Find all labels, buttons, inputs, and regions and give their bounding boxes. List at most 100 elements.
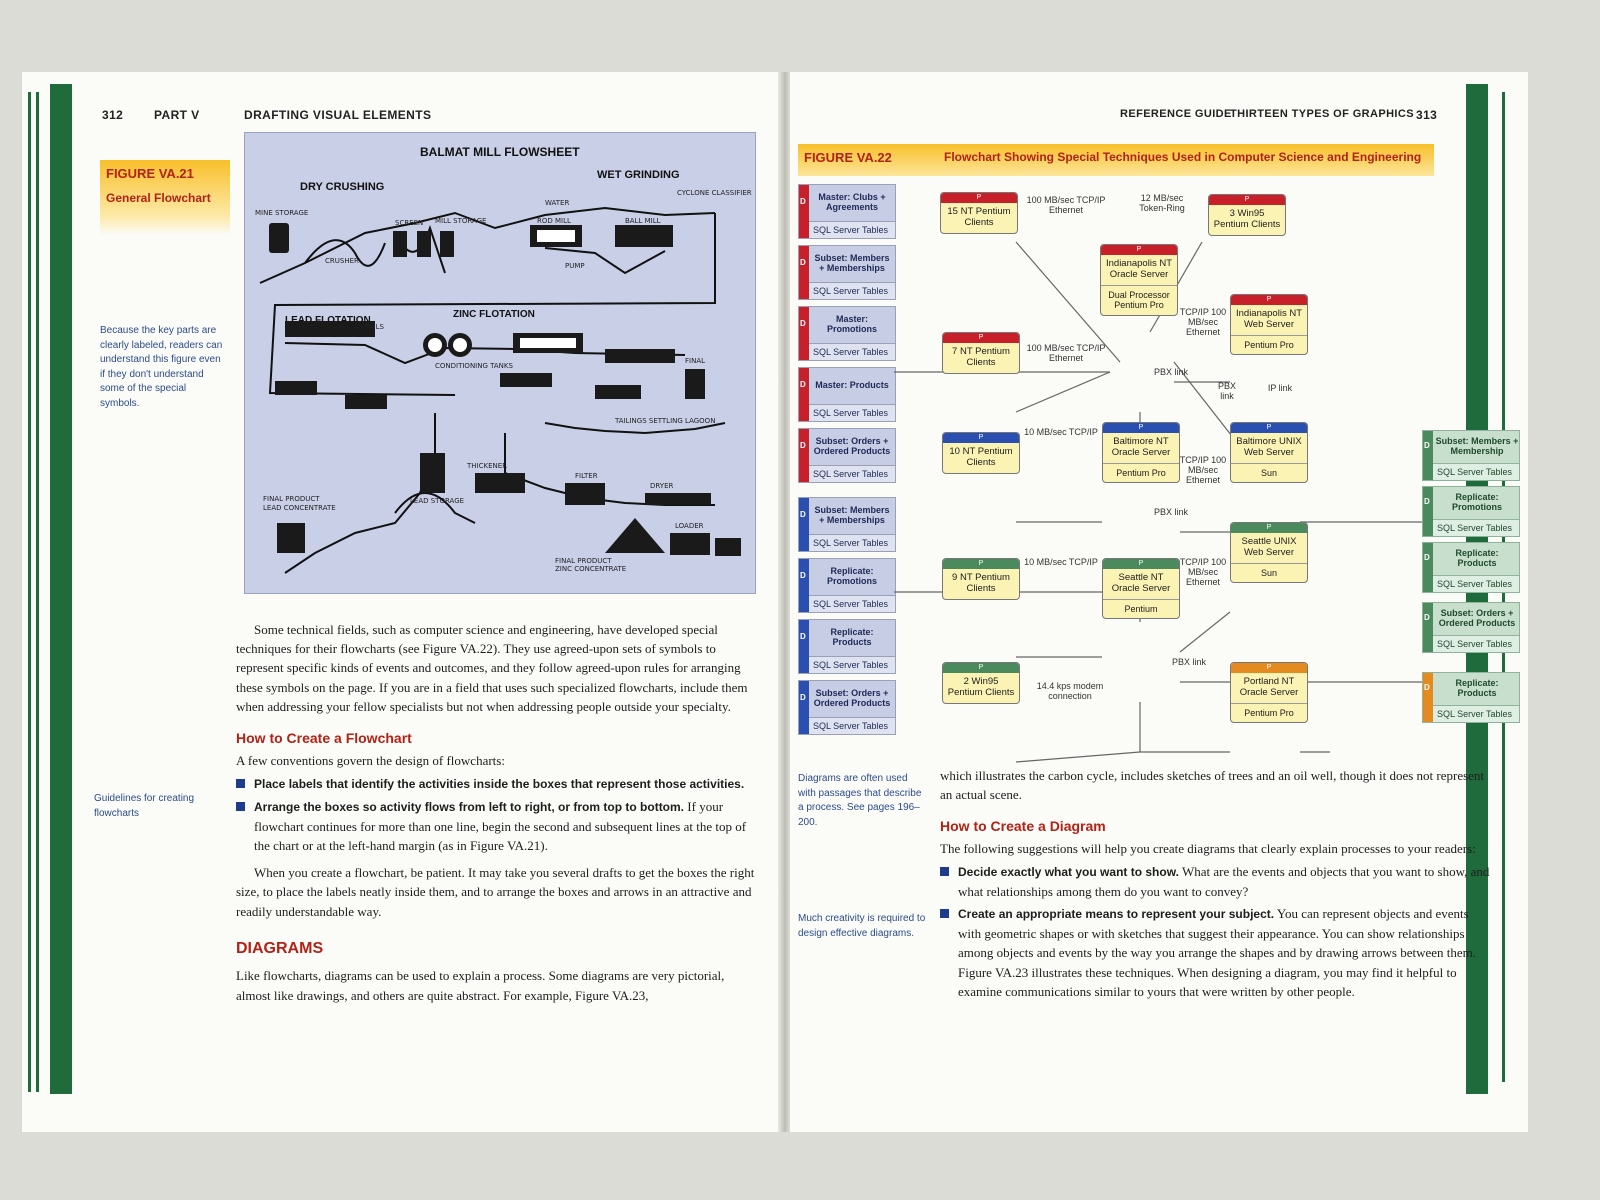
link-label-13: PBX link	[1171, 657, 1206, 667]
database-title: Master: Products	[799, 368, 895, 404]
database-subtitle: SQL Server Tables	[799, 534, 895, 551]
node-sublabel: Pentium	[1103, 598, 1179, 618]
node-cap: P	[1103, 559, 1179, 569]
book-gutter	[778, 72, 792, 1132]
right-figure-bar: FIGURE VA.22 Flowchart Showing Special T…	[798, 144, 1434, 176]
svg-text:MILL STORAGE: MILL STORAGE	[435, 217, 486, 225]
node-sublabel: Pentium Pro	[1231, 334, 1307, 354]
node-label: Indianapolis NT Oracle Server	[1105, 258, 1172, 280]
database-subtitle: SQL Server Tables	[799, 595, 895, 612]
right-page-number: 313	[1416, 108, 1438, 122]
link-label-5: PBX link	[1153, 367, 1188, 377]
diagram-bullet-1: Decide exactly what you want to show. Wh…	[940, 862, 1492, 901]
database-title: Subset: Orders + Ordered Products	[1423, 603, 1519, 635]
node-cap: P	[1231, 295, 1307, 305]
database-edge: D	[799, 307, 809, 360]
node-cap: P	[943, 433, 1019, 443]
link-label-10: PBX link	[1153, 507, 1188, 517]
database-edge: D	[799, 246, 809, 299]
node-cap: P	[1231, 423, 1307, 433]
link-label-4: TCP/IP 100 MB/sec Ethernet	[1179, 307, 1227, 337]
database-edge: D	[799, 368, 809, 421]
diagram-guidelines-list: Decide exactly what you want to show. Wh…	[940, 862, 1492, 1001]
database-edge: D	[1423, 543, 1433, 592]
link-label-2: 12 MB/sec Token-Ring	[1139, 193, 1185, 213]
svg-text:ZINC CONCENTRATE: ZINC CONCENTRATE	[555, 565, 626, 573]
flowsheet-title: BALMAT MILL FLOWSHEET	[420, 145, 580, 159]
node-cap: P	[1103, 423, 1179, 433]
left-paragraph-3: Like flowcharts, diagrams can be used to…	[236, 968, 725, 1003]
database-title: Master: Promotions	[799, 307, 895, 343]
svg-text:BALL MILL: BALL MILL	[625, 217, 661, 225]
database-title: Replicate: Promotions	[1423, 487, 1519, 519]
left-thin-rule-2	[36, 92, 39, 1092]
node-label: Baltimore NT Oracle Server	[1111, 436, 1171, 458]
database-edge: D	[1423, 673, 1433, 722]
database-title: Subset: Members + Membership	[1423, 431, 1519, 463]
node-cap: P	[1231, 523, 1307, 533]
node-label: Portland NT Oracle Server	[1239, 676, 1299, 698]
flowchart-bullet-2: Arrange the boxes so activity flows from…	[236, 797, 756, 855]
link-label-1: 100 MB/sec TCP/IP Ethernet	[1026, 195, 1106, 215]
diagram-intro: The following suggestions will help you …	[940, 841, 1476, 857]
left-page-number: 312	[102, 108, 124, 122]
database-title: Subset: Orders + Ordered Products	[799, 429, 895, 465]
link-label-6: PBX link	[1217, 381, 1236, 401]
database-edge: D	[1423, 431, 1433, 480]
svg-text:PUMP: PUMP	[565, 262, 585, 270]
diagram-bullet-2: Create an appropriate means to represent…	[940, 904, 1492, 1001]
node-label: Seattle UNIX Web Server	[1241, 536, 1297, 558]
right-side-note-2: Much creativity is required to design ef…	[798, 913, 926, 939]
database-title: Replicate: Products	[1423, 543, 1519, 575]
node-sublabel: Pentium Pro	[1103, 462, 1179, 482]
database-subtitle: SQL Server Tables	[799, 404, 895, 421]
left-side-note-2: Guidelines for creating flowcharts	[94, 793, 195, 819]
diagrams-heading: DIAGRAMS	[236, 939, 324, 957]
link-label-7: IP link	[1267, 383, 1293, 393]
left-section: DRAFTING VISUAL ELEMENTS	[244, 108, 432, 122]
database-edge: D	[1423, 487, 1433, 536]
left-part: PART V	[154, 108, 200, 122]
node-cap: P	[943, 663, 1019, 673]
left-figure-label: FIGURE VA.21 General Flowchart	[100, 160, 230, 235]
database-subtitle: SQL Server Tables	[1423, 575, 1519, 592]
database-title: Replicate: Products	[1423, 673, 1519, 705]
node-cap: P	[943, 559, 1019, 569]
node-label: 3 Win95 Pentium Clients	[1213, 208, 1281, 230]
svg-text:THICKENER: THICKENER	[466, 462, 507, 470]
node-sublabel: Sun	[1231, 462, 1307, 482]
right-paragraph-1: which illustrates the carbon cycle, incl…	[940, 768, 1485, 803]
svg-text:CRUSHER: CRUSHER	[325, 257, 359, 265]
flowchart-intro: A few conventions govern the design of f…	[236, 752, 505, 768]
node-sublabel: Sun	[1231, 562, 1307, 582]
balmat-flowsheet: BALMAT MILL FLOWSHEET DRY CRUSHING WET G…	[244, 132, 756, 594]
svg-text:WATER: WATER	[545, 199, 569, 207]
svg-text:ROD MILL: ROD MILL	[537, 217, 571, 225]
left-body-text: Some technical fields, such as computer …	[236, 620, 756, 1005]
node-cap: P	[1101, 245, 1177, 255]
node-label: 2 Win95 Pentium Clients	[947, 676, 1015, 698]
node-cap: P	[941, 193, 1017, 203]
database-edge: D	[799, 498, 809, 551]
svg-text:LEAD STORAGE: LEAD STORAGE	[410, 497, 464, 505]
right-figure-title: Flowchart Showing Special Techniques Use…	[944, 150, 1422, 164]
link-label-9: TCP/IP 100 MB/sec Ethernet	[1179, 455, 1227, 485]
database-title: Subset: Members + Memberships	[799, 246, 895, 282]
database-subtitle: SQL Server Tables	[1423, 463, 1519, 480]
svg-text:TAILINGS SETTLING LAGOON: TAILINGS SETTLING LAGOON	[614, 417, 715, 425]
link-label-11: 10 MB/sec TCP/IP	[1024, 557, 1098, 567]
svg-text:DRYER: DRYER	[650, 482, 674, 490]
node-label: Seattle NT Oracle Server	[1111, 572, 1171, 594]
database-title: Master: Clubs + Agreements	[799, 185, 895, 221]
